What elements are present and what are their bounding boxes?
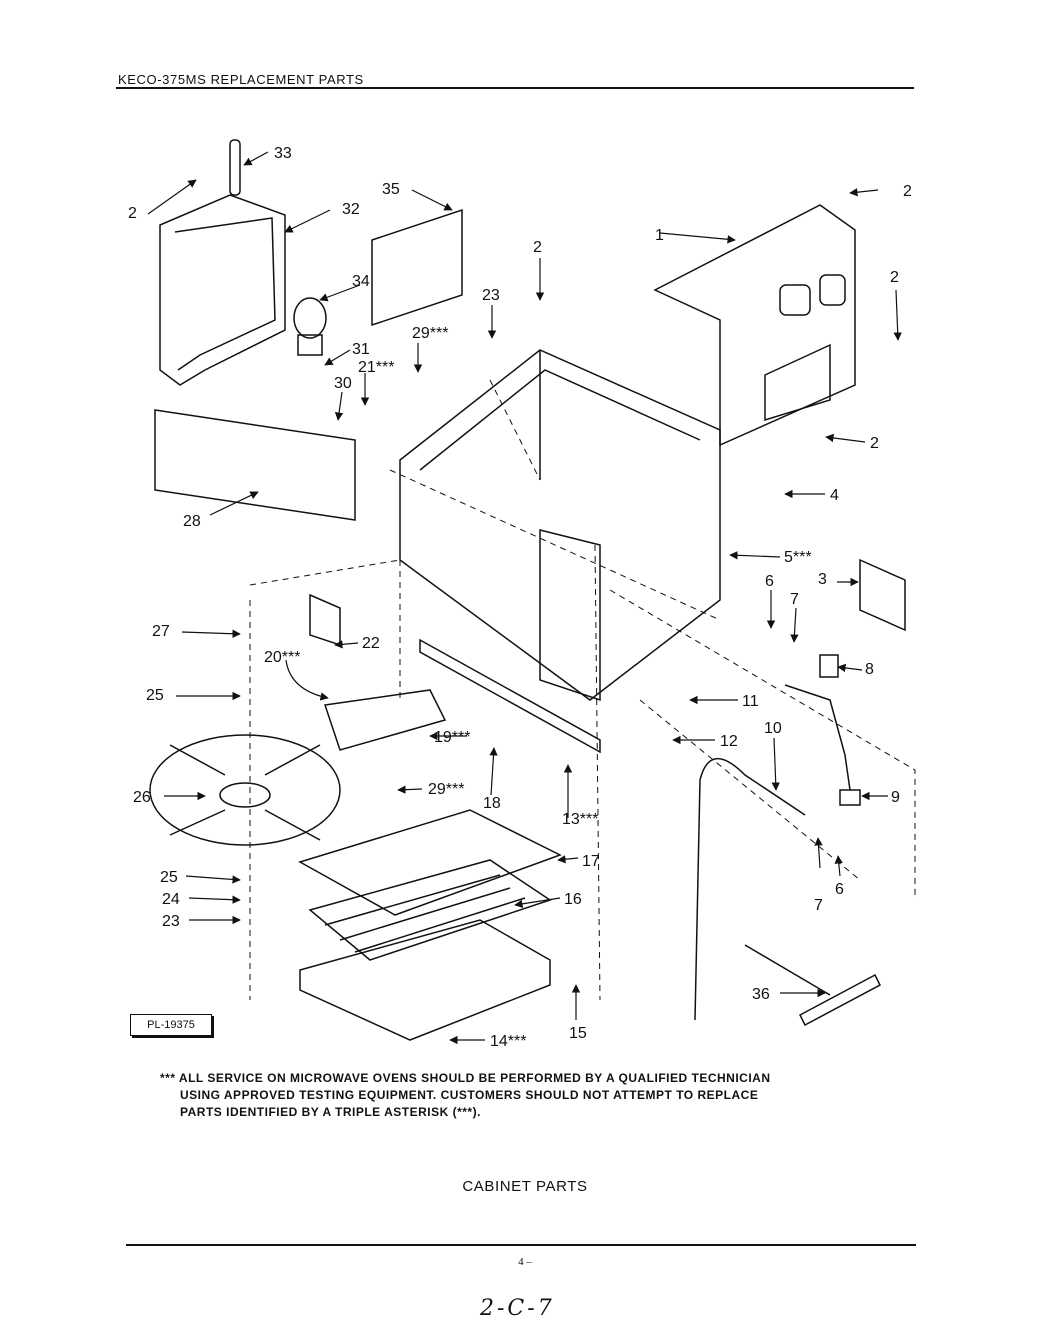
panel-35 xyxy=(371,208,463,327)
note-line-1: *** ALL SERVICE ON MICROWAVE OVENS SHOUL… xyxy=(160,1071,771,1085)
callout-11: 11 xyxy=(742,693,759,710)
callout-22: 22 xyxy=(362,635,380,652)
handwritten-reference: 2-C-7 xyxy=(480,1296,555,1321)
callout-1: 1 xyxy=(655,227,664,244)
callout-28: 28 xyxy=(183,513,201,530)
oven-rack xyxy=(308,859,552,961)
callout-18: 17 xyxy=(582,853,600,870)
callout-25-top: 25 xyxy=(146,687,164,704)
callout-7-lower: 7 xyxy=(814,897,823,914)
callout-31: 33 xyxy=(274,145,292,162)
callout-35: 35 xyxy=(382,181,400,198)
control-plate xyxy=(154,409,356,521)
callout-13: 13*** xyxy=(562,811,598,828)
callout-34: 31 xyxy=(352,341,370,358)
callout-29-top: 29*** xyxy=(412,325,448,342)
callout-33: 30 xyxy=(334,375,352,392)
callout-5: 5*** xyxy=(784,549,812,566)
service-note: *** ALL SERVICE ON MICROWAVE OVENS SHOUL… xyxy=(160,1070,860,1121)
callout-8: 8 xyxy=(865,661,874,678)
callout-23-lower: 23 xyxy=(162,913,180,930)
oven-lamp xyxy=(293,297,327,339)
callout-3: 3 xyxy=(818,571,827,588)
callout-14: 18 xyxy=(483,795,501,812)
callout-2-top-right: 2 xyxy=(903,183,912,200)
callout-32: 34 xyxy=(352,273,370,290)
callout-23-top: 23 xyxy=(482,287,500,304)
plate-id-box: PL-19375 xyxy=(130,1014,212,1036)
note-line-3: PARTS IDENTIFIED BY A TRIPLE ASTERISK (*… xyxy=(180,1105,481,1119)
heating-element xyxy=(299,919,551,1041)
temperature-probe xyxy=(694,757,806,1021)
callout-25-lower: 25 xyxy=(160,869,178,886)
door-frame xyxy=(159,194,286,386)
callout-2-left: 2 xyxy=(128,205,137,222)
stirrer-fan xyxy=(149,734,341,846)
footer-rule xyxy=(126,1244,916,1246)
callout-27: 27 xyxy=(152,623,170,640)
callout-2-lower: 2 xyxy=(870,435,879,452)
callout-15: 15 xyxy=(569,1025,587,1042)
callout-20: 20*** xyxy=(264,649,300,666)
callout-4: 4 xyxy=(830,487,839,504)
callout-10: 10 xyxy=(764,720,782,737)
section-title: CABINET PARTS xyxy=(462,1178,588,1195)
callout-26: 26 xyxy=(133,789,151,806)
callout-12: 12 xyxy=(720,733,738,750)
door-handle xyxy=(229,139,241,196)
cabinet-shell xyxy=(399,349,721,701)
callout-29-lower: 29*** xyxy=(428,781,464,798)
callout-2-center: 2 xyxy=(533,239,542,256)
callout-9: 9 xyxy=(891,789,900,806)
callout-17: 16 xyxy=(564,891,582,908)
skewer xyxy=(744,944,881,1027)
callout-19: 19*** xyxy=(434,729,470,746)
cover-3 xyxy=(859,558,906,632)
outer-case xyxy=(653,204,856,447)
callout-6-lower: 6 xyxy=(835,881,844,898)
callout-21: 21*** xyxy=(358,359,394,376)
header-rule xyxy=(116,87,914,89)
callout-36: 36 xyxy=(752,986,770,1003)
callout-2-right: 2 xyxy=(890,269,899,286)
page-header: KECO-375MS REPLACEMENT PARTS xyxy=(118,72,364,87)
note-line-2: USING APPROVED TESTING EQUIPMENT. CUSTOM… xyxy=(180,1088,759,1102)
callout-30: 32 xyxy=(342,201,360,218)
callout-7-top: 7 xyxy=(790,591,799,608)
callout-6-top: 6 xyxy=(765,573,774,590)
callout-24: 24 xyxy=(162,891,180,908)
callout-16: 14*** xyxy=(490,1033,526,1050)
page-number: 4 – xyxy=(518,1256,532,1268)
oven-tray xyxy=(298,809,562,916)
